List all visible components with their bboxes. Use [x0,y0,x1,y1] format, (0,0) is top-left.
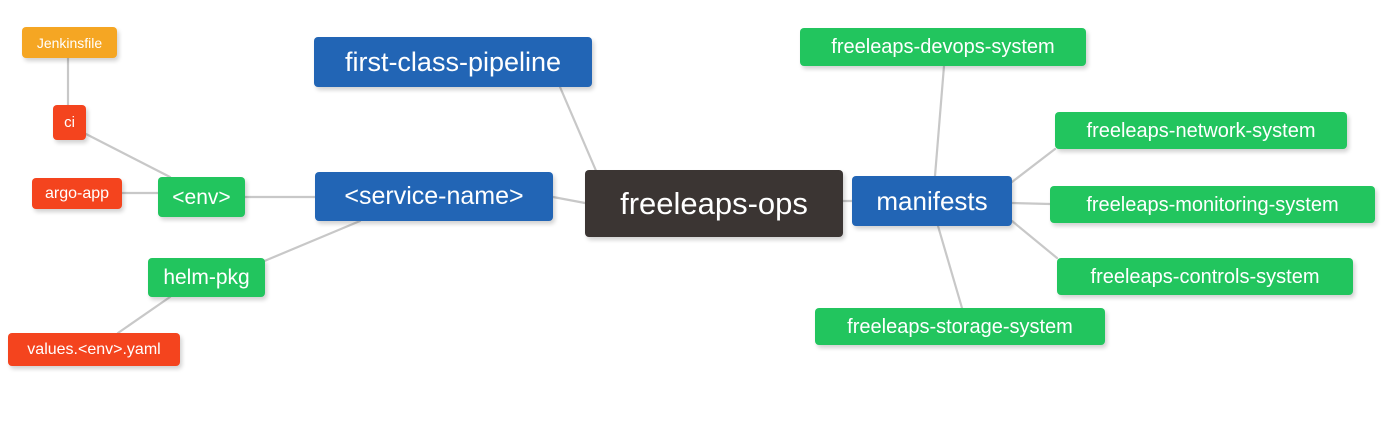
node-label: Jenkinsfile [36,34,103,51]
edge-helm-values [116,295,172,335]
node-manifests[interactable]: manifests [852,176,1012,226]
node-argo-app[interactable]: argo-app [32,178,122,209]
node-label: helm-pkg [163,266,250,289]
node-label: <env> [172,185,231,209]
edge-manifests-devops [933,64,946,178]
node-label: <service-name> [344,182,524,210]
node-ci[interactable]: ci [53,105,86,140]
node-freeleaps-controls-system[interactable]: freeleaps-controls-system [1057,258,1353,295]
node-label: freeleaps-controls-system [1090,265,1320,288]
edge-manifests-storage [936,224,964,310]
edge-root-pipeline [558,85,602,182]
node-label: first-class-pipeline [344,46,562,77]
node-label: freeleaps-ops [620,186,808,221]
node-label: values.<env>.yaml [27,340,161,358]
node-freeleaps-ops[interactable]: freeleaps-ops [585,170,843,237]
edge-manifests-monitoring [1010,201,1052,206]
node-freeleaps-monitoring-system[interactable]: freeleaps-monitoring-system [1050,186,1375,223]
node-freeleaps-network-system[interactable]: freeleaps-network-system [1055,112,1347,149]
node-label: freeleaps-monitoring-system [1086,193,1339,216]
node-label: freeleaps-storage-system [847,315,1073,338]
node-helm-pkg[interactable]: helm-pkg [148,258,265,297]
edge-manifests-controls [1010,219,1059,260]
node-jenkinsfile[interactable]: Jenkinsfile [22,27,117,58]
node-first-class-pipeline[interactable]: first-class-pipeline [314,37,592,87]
node-label: freeleaps-devops-system [831,36,1055,58]
node-service-name[interactable]: <service-name> [315,172,553,221]
node-freeleaps-storage-system[interactable]: freeleaps-storage-system [815,308,1105,345]
node-label: freeleaps-network-system [1086,119,1316,142]
node-env[interactable]: <env> [158,177,245,217]
edge-root-service [551,195,587,205]
edge-env-ci [84,132,172,179]
edge-service-helm [260,219,362,264]
node-label: ci [64,114,75,131]
edge-manifests-network [1010,147,1057,184]
node-freeleaps-devops-system[interactable]: freeleaps-devops-system [800,28,1086,66]
node-label: argo-app [44,184,110,202]
node-label: manifests [876,186,988,216]
node-values-env-yaml[interactable]: values.<env>.yaml [8,333,180,366]
